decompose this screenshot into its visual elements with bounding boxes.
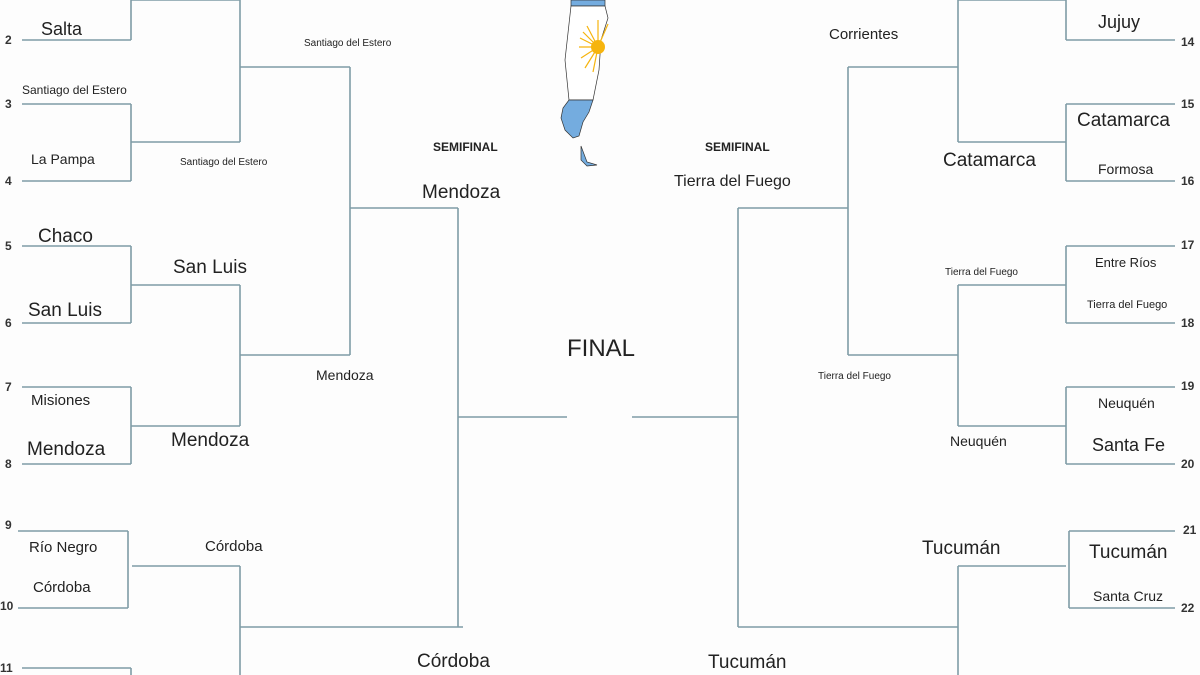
semifinal-heading: SEMIFINAL <box>433 140 498 154</box>
team-label: Mendoza <box>316 367 374 383</box>
team-label: San Luis <box>28 300 102 321</box>
team-label: Tierra del Fuego <box>818 371 891 382</box>
team-label: Tierra del Fuego <box>945 267 1018 278</box>
team-label: Tucumán <box>922 538 1001 559</box>
seed-number: 9 <box>5 518 12 532</box>
seed-number: 22 <box>1181 601 1195 615</box>
team-label: Tierra del Fuego <box>1087 299 1168 311</box>
semifinal-heading: SEMIFINAL <box>705 140 770 154</box>
team-label: Neuquén <box>1098 395 1155 411</box>
argentina-map-icon <box>560 0 609 167</box>
team-label: Santiago del Estero <box>304 38 392 49</box>
seed-number: 2 <box>5 33 12 47</box>
seed-number: 5 <box>5 239 12 253</box>
team-label: Córdoba <box>205 538 263 555</box>
team-label: La Pampa <box>31 151 95 167</box>
team-label: Misiones <box>31 392 91 409</box>
seed-number: 17 <box>1181 238 1195 252</box>
team-label: Salta <box>41 19 83 39</box>
team-label: Santa Cruz <box>1093 588 1164 604</box>
seed-number: 7 <box>5 380 12 394</box>
seed-number: 11 <box>0 661 13 675</box>
team-label: Chaco <box>38 226 93 247</box>
final-heading: FINAL <box>567 335 636 362</box>
seed-number: 21 <box>1183 523 1197 537</box>
team-label: Río Negro <box>29 539 98 556</box>
seed-number: 18 <box>1181 316 1195 330</box>
seed-number: 16 <box>1181 174 1195 188</box>
seed-number: 14 <box>1181 35 1195 49</box>
seed-number: 10 <box>0 599 14 613</box>
semifinal-winner: Tierra del Fuego <box>674 173 791 190</box>
team-label: Córdoba <box>33 579 91 596</box>
team-label: Santiago del Estero <box>180 157 268 168</box>
semifinal-winner: Mendoza <box>422 182 501 203</box>
team-label: Mendoza <box>171 430 250 451</box>
team-label: Formosa <box>1098 161 1154 177</box>
seed-number: 15 <box>1181 97 1195 111</box>
team-label: Catamarca <box>1077 110 1170 131</box>
finalist: Tucumán <box>708 652 787 673</box>
team-label: Tucumán <box>1089 542 1168 563</box>
team-label: Corrientes <box>829 26 899 43</box>
seed-number: 19 <box>1181 379 1195 393</box>
seed-number: 4 <box>5 174 12 188</box>
seed-number: 20 <box>1181 457 1195 471</box>
team-label: Jujuy <box>1098 12 1141 32</box>
team-label: Santa Fe <box>1092 435 1166 455</box>
team-label: Catamarca <box>943 150 1036 171</box>
team-label: Mendoza <box>27 439 106 460</box>
seed-number: 3 <box>5 97 12 111</box>
team-label: Santiago del Estero <box>22 83 127 97</box>
team-label: Entre Ríos <box>1095 255 1157 270</box>
team-label: Neuquén <box>950 433 1007 449</box>
seed-number: 8 <box>5 457 12 471</box>
seed-number: 6 <box>5 316 12 330</box>
finalist: Córdoba <box>417 651 490 672</box>
team-label: San Luis <box>173 257 247 278</box>
